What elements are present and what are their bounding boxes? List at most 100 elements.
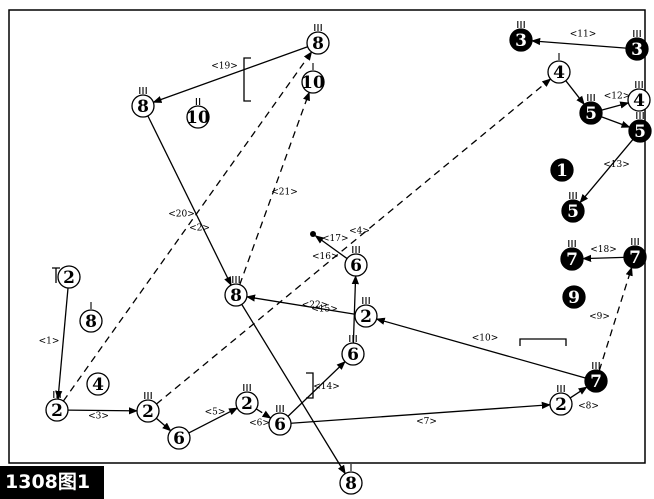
edge-n8b-n8d (147, 115, 232, 286)
edge-n7c-n7b (598, 266, 633, 371)
edge-label: <9> (589, 312, 610, 322)
note-node-n5b: 5 (628, 112, 652, 143)
edge-n2c-n8a (62, 51, 313, 402)
edge-n8a-n8b (152, 46, 308, 103)
edge-label: <12> (604, 92, 631, 102)
node-label: 1 (556, 161, 568, 181)
note-node-n8a: 8 (306, 24, 330, 55)
note-node-n2b: 2 (354, 297, 378, 328)
node-label: 6 (350, 256, 362, 276)
edge-label: <3> (88, 412, 109, 422)
edge-label: <19> (211, 62, 238, 72)
bracket-middle (306, 372, 314, 399)
node-circle (268, 412, 292, 436)
node-label: 5 (567, 202, 579, 222)
edge-label-17: <17> (322, 234, 349, 244)
node-circle (562, 285, 586, 309)
node-label: 8 (345, 474, 357, 494)
node-label: 7 (629, 248, 641, 268)
node-circle (341, 342, 365, 366)
node-circle (509, 28, 533, 52)
node-circle (306, 31, 330, 55)
node-circle (186, 105, 210, 129)
node-circle (623, 245, 647, 269)
note-node-n10a: 10 (186, 98, 210, 129)
edge-label: <4> (349, 227, 370, 237)
edge-label: <14> (313, 382, 340, 392)
edge-n4a-n5a (565, 80, 585, 106)
node-label: 3 (515, 31, 527, 51)
node-circle (45, 398, 69, 422)
edge-n7c-n2b (375, 317, 586, 379)
node-label: 3 (631, 40, 643, 60)
node-label: 2 (51, 401, 63, 421)
note-node-n2d: 2 (136, 392, 160, 423)
node-circle (136, 399, 160, 423)
edge-label: <2> (189, 224, 210, 234)
note-node-n4b: 4 (627, 81, 651, 112)
node-label: 9 (568, 288, 580, 308)
node-circle (560, 247, 584, 271)
node-circle (550, 158, 574, 182)
figure-caption: 1308图1 (0, 466, 104, 499)
node-label: 7 (590, 372, 602, 392)
node-circle (131, 94, 155, 118)
edge-label: <5> (205, 408, 226, 418)
edge-label: <20> (168, 210, 195, 220)
node-circle (301, 70, 325, 94)
node-label: 6 (173, 429, 185, 449)
diagram-frame (8, 9, 646, 464)
edge-n2c-n2d (67, 407, 138, 415)
note-node-n8d: 8 (224, 276, 248, 307)
edge-label: <1> (39, 337, 60, 347)
edge-label: <8> (578, 402, 599, 412)
node-circle (79, 309, 103, 333)
edge-n5b-n5c (579, 139, 634, 204)
node-label: 2 (63, 268, 75, 288)
node-circle (224, 283, 248, 307)
node-label: 6 (274, 415, 286, 435)
node-circle (339, 471, 363, 495)
node-circle (579, 101, 603, 125)
note-node-n1: 1 (550, 158, 574, 182)
note-node-n7b: 7 (623, 238, 647, 269)
note-node-n2a: 2 (57, 265, 81, 289)
note-node-n8b: 8 (131, 87, 155, 118)
node-label: 2 (360, 307, 372, 327)
edge-n6a-dot (314, 235, 348, 260)
note-node-n7a: 7 (560, 240, 584, 271)
node-circle (354, 304, 378, 328)
edge-n2b-n8d (245, 294, 356, 315)
edge-label: <13> (603, 160, 630, 170)
node-circle (235, 391, 259, 415)
edge-label: <10> (472, 334, 499, 344)
node-circle (167, 426, 191, 450)
note-node-n2f: 2 (549, 385, 573, 416)
node-label: 6 (347, 345, 359, 365)
node-label: 8 (137, 97, 149, 117)
node-label: 8 (85, 312, 97, 332)
node-circle (561, 199, 585, 223)
start-bracket (52, 267, 60, 283)
edge-label: <22> (302, 301, 329, 311)
edge-n2f-n7c (569, 386, 588, 399)
edge-n8d-n10b (239, 91, 310, 285)
node-label: 8 (312, 34, 324, 54)
node-circle (584, 369, 608, 393)
node-label: 2 (241, 394, 253, 414)
node-label: 2 (142, 402, 154, 422)
edge-n6c-n2e (188, 407, 239, 434)
node-circle (344, 253, 368, 277)
note-node-n6b: 6 (341, 335, 365, 366)
edge-n2a-n2c (55, 287, 69, 400)
note-node-n8c: 8 (79, 302, 103, 333)
node-circle (547, 60, 571, 84)
edge-n5a-n4b (601, 101, 630, 111)
edge-n7b-n7a (582, 254, 625, 263)
note-node-n6c: 6 (167, 426, 191, 450)
node-circle (86, 372, 110, 396)
node-label: 10 (186, 108, 210, 128)
note-node-n8e: 8 (339, 464, 363, 495)
edge-label: <7> (416, 417, 437, 427)
node-label: 4 (553, 63, 565, 83)
